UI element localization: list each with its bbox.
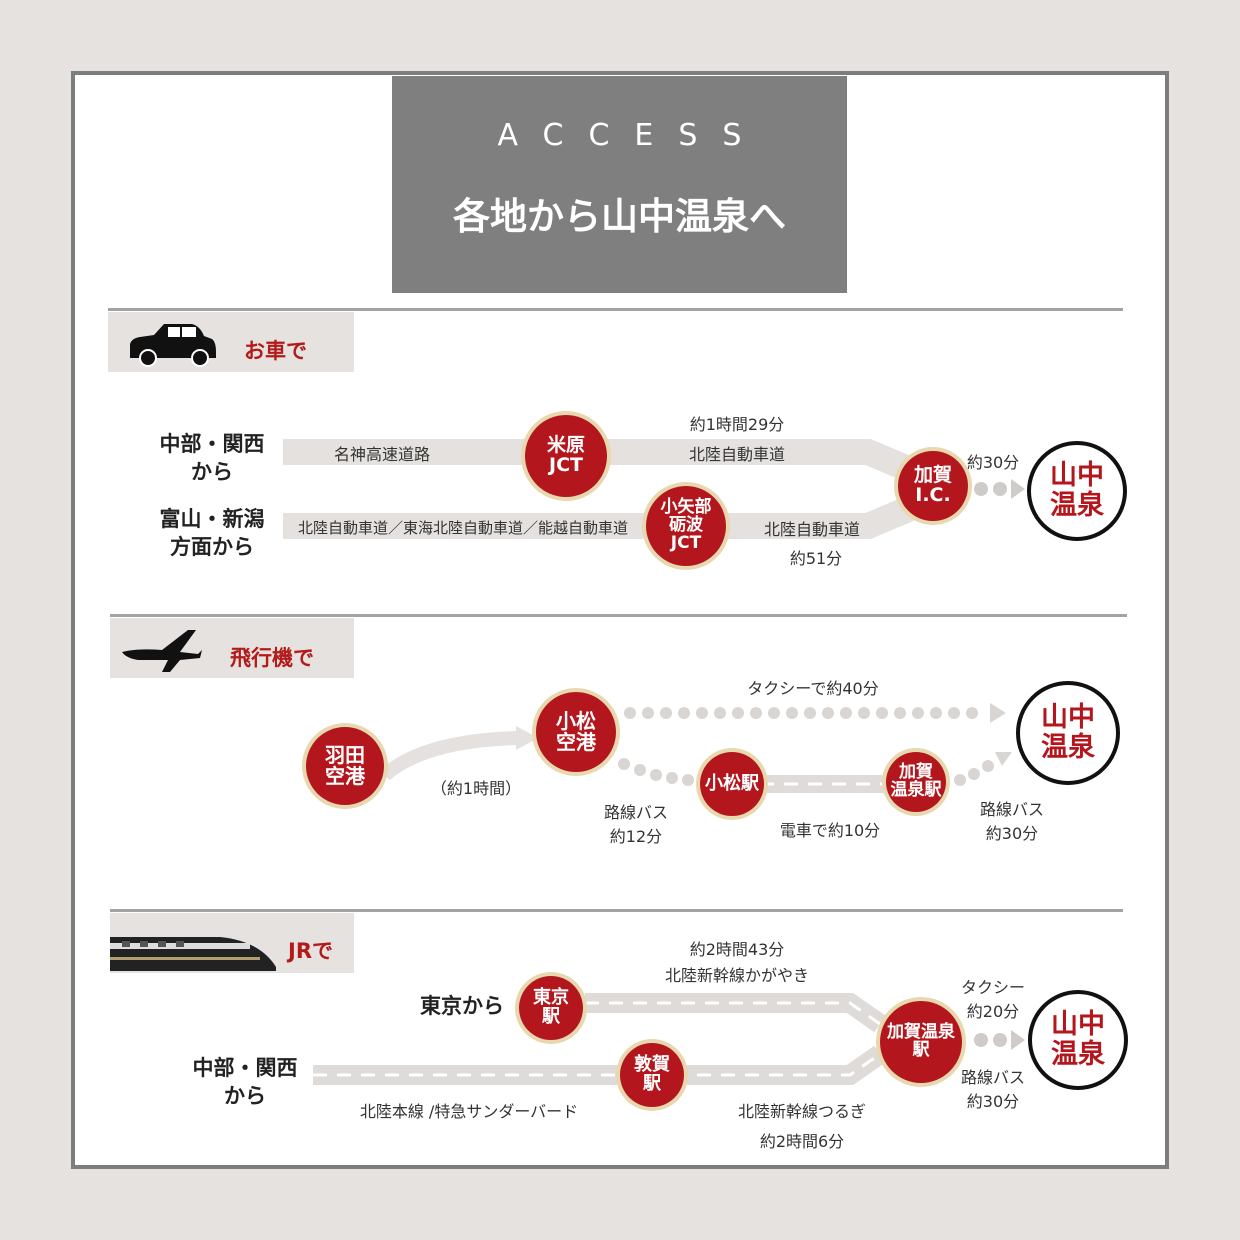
car-dots — [974, 479, 1025, 499]
time-label-30: 約30分 — [966, 453, 1020, 472]
car-route-lower — [283, 490, 931, 539]
jr-track-upper — [585, 993, 886, 1033]
node-haneda-airport: 羽田 空港 — [306, 727, 384, 805]
node-komatsu-airport: 小松 空港 — [536, 692, 616, 772]
node-tsuruga-station: 敦賀 駅 — [620, 1043, 684, 1107]
bus-dots-2 — [954, 752, 1012, 786]
jr-section-label: JRで — [288, 939, 333, 963]
route-label-meishin: 名神高速道路 — [334, 445, 431, 464]
flight-time-label: （約1時間） — [430, 779, 522, 798]
jr-origin-chubu: 中部・関西 から — [192, 1056, 298, 1108]
time-label-51: 約51分 — [789, 549, 843, 568]
time-label-2h6: 約2時間6分 — [759, 1132, 845, 1151]
node-kaga-onsen-station: 加賀 温泉駅 — [886, 752, 946, 812]
time-label-2h43: 約2時間43分 — [689, 940, 785, 959]
car-icon — [130, 324, 216, 367]
train-track-plane — [760, 775, 890, 793]
bus-time-label-1: 路線バス 約12分 — [603, 803, 669, 846]
bus-time-label-2: 路線バス 約30分 — [979, 800, 1045, 843]
node-kaga-ic: 加賀 I.C. — [898, 451, 968, 521]
car-origin-toyama: 富山・新潟 方面から — [159, 507, 265, 559]
access-header: ACCESS 各地から山中温泉へ — [392, 76, 847, 293]
plane-section-tab: 飛行機で — [110, 618, 354, 678]
shinkansen-icon — [110, 937, 276, 971]
bus-time-label-jr: 路線バス 約30分 — [960, 1068, 1026, 1111]
access-heading: ACCESS — [497, 118, 767, 153]
jr-section-divider — [110, 909, 1123, 912]
plane-section-label: 飛行機で — [230, 646, 314, 670]
plane-section-divider — [110, 614, 1127, 617]
route-label-thunderbird: 北陸本線 /特急サンダーバード — [359, 1102, 579, 1121]
bus-dots-1 — [618, 758, 694, 786]
node-oyabe-jct: 小矢部 砺波 JCT — [646, 486, 726, 566]
jr-dots — [974, 1030, 1025, 1050]
destination-yamanaka-onsen-car: 山中 温泉 — [1027, 441, 1127, 541]
route-label-tsurugi: 北陸新幹線つるぎ — [737, 1102, 867, 1121]
car-origin-chubu: 中部・関西 から — [159, 432, 265, 484]
car-section-label: お車で — [244, 339, 307, 363]
flight-route — [380, 731, 521, 781]
train-time-label: 電車で約10分 — [779, 821, 881, 840]
destination-yamanaka-onsen-jr: 山中 温泉 — [1028, 990, 1128, 1090]
node-komatsu-station: 小松駅 — [700, 752, 764, 816]
route-label-multi: 北陸自動車道／東海北陸自動車道／能越自動車道 — [298, 519, 629, 537]
route-label-kagayaki: 北陸新幹線かがやき — [664, 966, 810, 985]
car-section-tab: お車で — [108, 312, 354, 372]
jr-track-lower — [313, 1045, 886, 1085]
page-title: 各地から山中温泉へ — [453, 195, 786, 238]
node-kaga-onsen-station-jr: 加賀温泉 駅 — [880, 1001, 962, 1083]
route-label-hokuriku-2: 北陸自動車道 — [763, 520, 861, 539]
jr-section-tab: JRで — [110, 913, 354, 973]
jr-origin-tokyo: 東京から — [420, 994, 504, 1018]
taxi-time-label-jr: タクシー 約20分 — [960, 978, 1026, 1021]
car-section-divider — [108, 308, 1123, 311]
node-tokyo-station: 東京 駅 — [519, 976, 583, 1040]
time-label-1h29: 約1時間29分 — [689, 415, 785, 434]
taxi-dots — [624, 703, 1006, 723]
route-label-hokuriku: 北陸自動車道 — [688, 445, 786, 464]
taxi-time-label: タクシーで約40分 — [747, 679, 879, 698]
airplane-icon — [122, 630, 202, 672]
node-maibara-jct: 米原 JCT — [525, 415, 607, 497]
destination-yamanaka-onsen-plane: 山中 温泉 — [1016, 681, 1120, 785]
